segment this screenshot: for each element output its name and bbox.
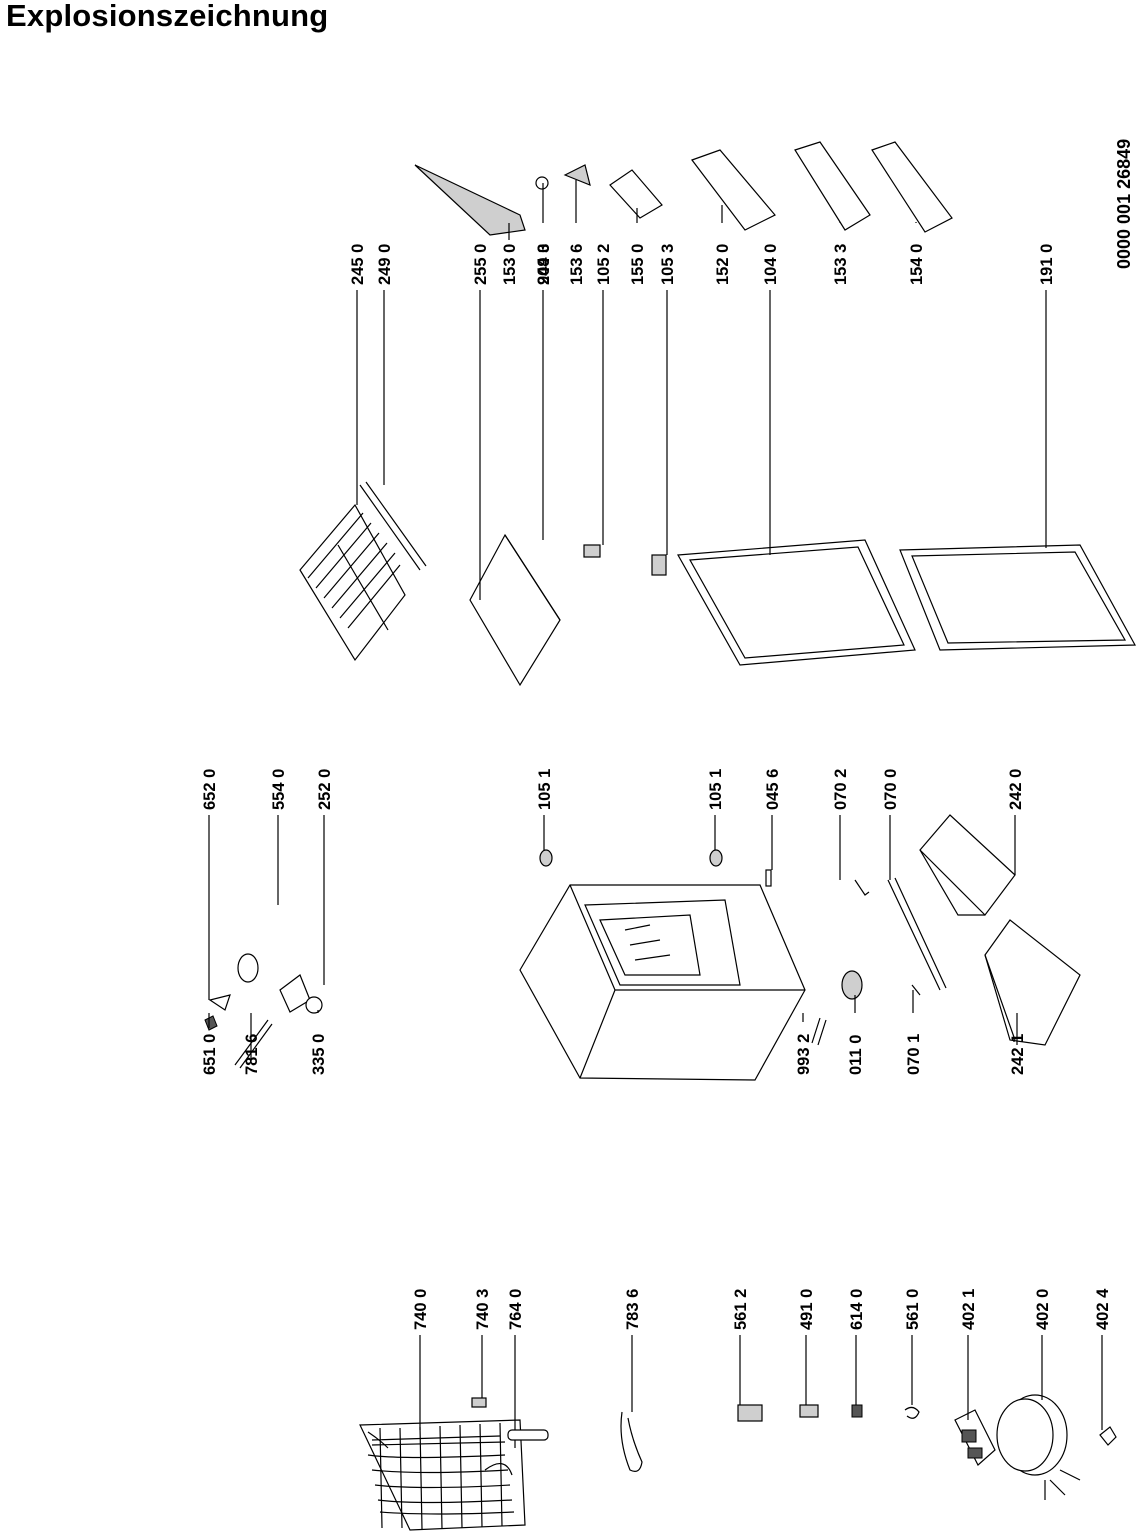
part-105-1-a-drawing [539,849,553,867]
part-105-1-b-drawing [709,849,723,867]
part-number-label: 070 2 [832,769,850,810]
drawer-242-1-drawing [984,919,1081,1046]
egg-tray-drawing [609,169,663,219]
part-614-0-drawing [851,1404,863,1418]
bin-154-0-drawing [871,141,953,233]
part-402-4-drawing [1099,1426,1117,1446]
page-title: Explosionszeichnung [6,0,329,33]
hinge-105-3-drawing [651,554,667,576]
part-number-label: 249 3 [535,244,553,285]
knob-drawing [237,953,259,983]
part-153-6-drawing [563,164,591,186]
part-011-0-drawing [841,970,863,1000]
tube-drawing [620,1411,643,1472]
part-number-label: 554 0 [270,769,288,810]
filter-drier-drawing [507,1429,549,1448]
bulb-drawing [305,996,323,1014]
part-045-6-drawing [765,869,772,887]
capillary-part-drawing [471,1397,487,1408]
part-number-label: 242 1 [1009,1034,1027,1075]
part-number-label: 561 2 [732,1289,750,1330]
part-070-1-drawing [911,984,921,996]
part-number-label: 154 0 [908,244,926,285]
part-number-label: 191 0 [1038,244,1056,285]
gasket-drawing [899,544,1137,651]
bin-153-0-drawing [414,164,526,236]
part-number-label: 740 0 [412,1289,430,1330]
part-070-2-drawing [854,879,870,896]
part-number-label: 402 1 [960,1289,978,1330]
part-number-label: 242 0 [1007,769,1025,810]
part-number-label: 652 0 [201,769,219,810]
part-993-2-drawing [811,1017,827,1046]
lamp-housing-drawing [279,974,311,1013]
part-number-label: 781 6 [243,1034,261,1075]
part-number-label: 105 1 [707,769,725,810]
glass-shelf-drawing [469,533,561,687]
part-number-label: 153 6 [568,244,586,285]
drawer-242-0-drawing [919,814,1016,916]
cabinet-drawing [519,884,806,1081]
part-561-0-drawing [904,1406,920,1419]
part-number-label: 904 0 [535,244,553,285]
part-number-label: 153 0 [501,244,519,285]
condenser-coil-drawing [359,1419,526,1531]
part-number-label: 993 2 [795,1034,813,1075]
part-number-label: 335 0 [310,1034,328,1075]
part-number-label: 105 3 [659,244,677,285]
part-number-label: 561 0 [904,1289,922,1330]
hinge-105-2-drawing [583,544,601,558]
leader-lines [208,180,1103,1430]
bin-153-3-drawing [794,141,871,231]
document-number: 0000 001 26849 [1114,139,1134,269]
part-number-label: 070 0 [882,769,900,810]
part-number-label: 402 4 [1094,1288,1112,1330]
part-number-label: 104 0 [762,244,780,285]
part-number-label: 740 3 [474,1289,492,1330]
part-number-label: 152 0 [714,244,732,285]
part-number-label: 155 0 [629,244,647,285]
part-561-2-drawing [737,1404,763,1422]
part-number-label: 255 0 [472,244,490,285]
part-number-label: 783 6 [624,1289,642,1330]
shelf-trim-drawing [359,481,427,571]
part-number-label: 245 0 [349,244,367,285]
part-651-0-drawing [204,1015,218,1031]
part-number-label: 491 0 [798,1289,816,1330]
door-drawing [677,539,916,666]
part-number-label: 105 2 [595,244,613,285]
part-number-label: 011 0 [847,1035,865,1075]
thermostat-drawing [208,994,231,1011]
part-number-label: 249 0 [376,244,394,285]
part-491-0-drawing [799,1404,819,1418]
part-number-label: 764 0 [507,1289,525,1330]
part-number-label: 252 0 [316,769,334,810]
part-number-label: 045 6 [764,769,782,810]
relay-box-drawing [954,1409,996,1466]
rail-drawing [887,877,947,991]
wire-shelf-drawing [299,503,406,662]
part-number-label: 614 0 [848,1289,866,1330]
part-number-label: 105 1 [536,769,554,810]
part-drawings [204,141,1137,1531]
bin-152-0-drawing [691,149,776,231]
shelf-edge-drawing [504,534,561,621]
part-904-0-drawing [535,176,549,190]
part-number-label: 402 0 [1034,1289,1052,1330]
part-number-label: 153 3 [832,244,850,285]
part-number-label: 651 0 [201,1034,219,1075]
part-number-labels: 740 0 740 3 764 0 783 6 561 2 491 0 614 0 561 0… [201,244,1112,1330]
compressor-drawing [996,1394,1081,1500]
part-number-label: 070 1 [905,1034,923,1075]
